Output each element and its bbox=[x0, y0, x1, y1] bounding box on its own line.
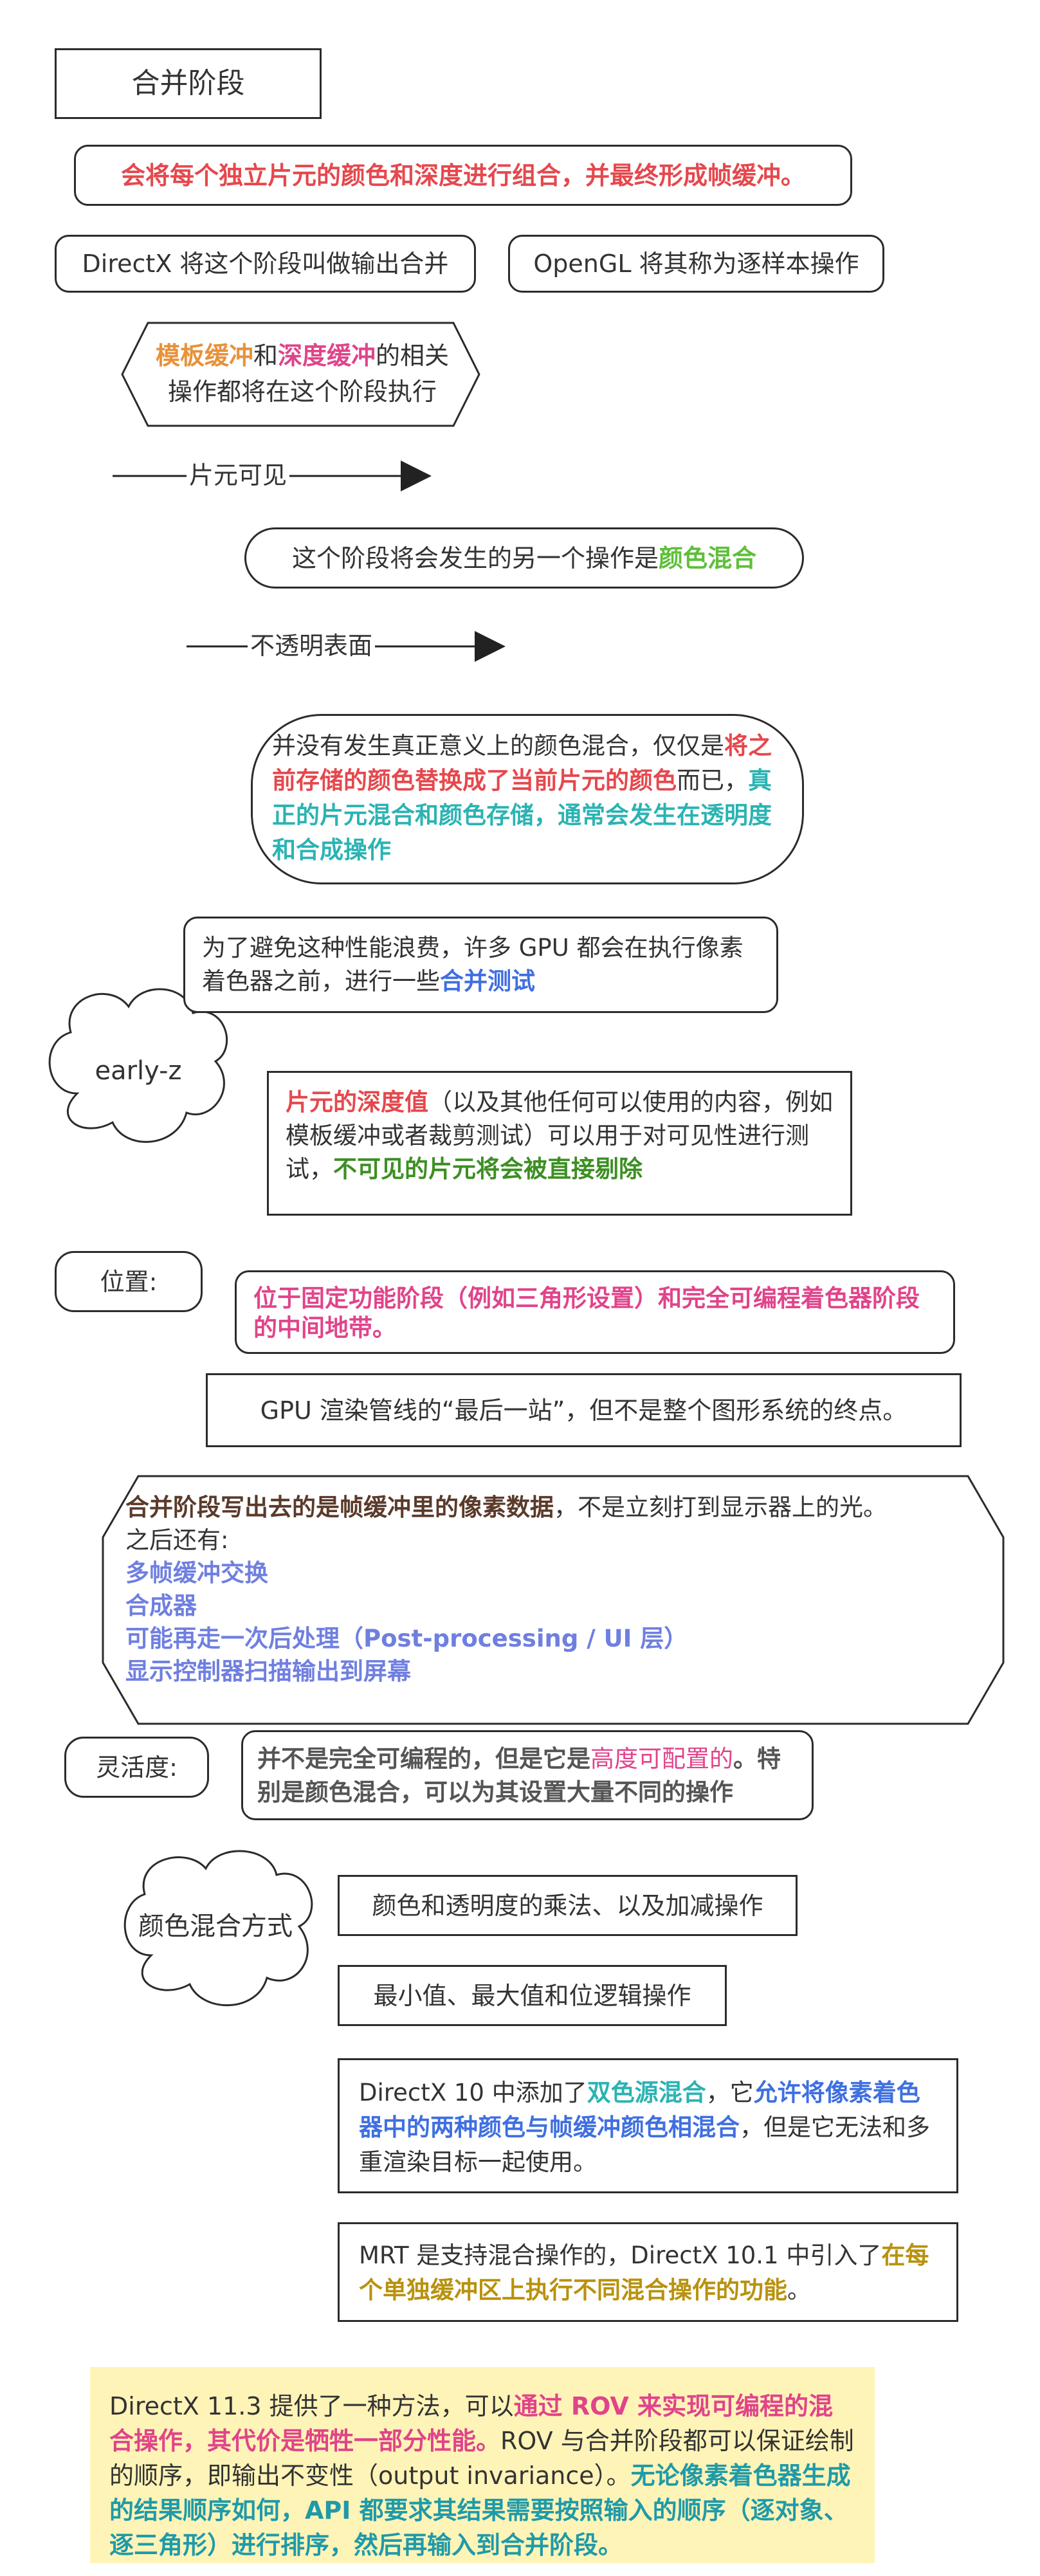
color-blend-label: 颜色混合 bbox=[659, 544, 757, 572]
avoid-text: 为了避免这种性能浪费，许多 GPU 都会在执行像素着色器之前，进行一些 bbox=[202, 934, 744, 995]
earlyz-box: 片元的深度值（以及其他任何可以使用的内容，例如模板缓冲或者裁剪测试）可以用于对可… bbox=[267, 1071, 852, 1216]
stencil-hexagon bbox=[121, 322, 480, 427]
intro-box: 会将每个独立片元的颜色和深度进行组合，并最终形成帧缓冲。 bbox=[74, 145, 852, 206]
modes-cloud bbox=[123, 1850, 313, 2006]
mode-text-4c: 。 bbox=[787, 2276, 811, 2304]
earlyz-text-c: 不可见的片元将会被直接剔除 bbox=[333, 1155, 643, 1183]
after-item: 显示控制器扫描输出到屏幕 bbox=[125, 1658, 411, 1685]
note-text-c: ROV 与合并阶段都可以保证绘制的顺序，即输出不变性（output invari… bbox=[109, 2427, 854, 2490]
position-text-b: GPU 渲染管线的“最后一站”，但不是整个图形系统的终点。 bbox=[260, 1396, 908, 1425]
after-line-2: 之后还有: bbox=[125, 1526, 229, 1554]
intro-text: 会将每个独立片元的颜色和深度进行组合，并最终形成帧缓冲。 bbox=[120, 161, 805, 190]
flex-label: 灵活度: bbox=[96, 1753, 178, 1782]
flex-text-b: 高度可配置的 bbox=[590, 1745, 733, 1773]
after-item: 多帧缓冲交换 bbox=[125, 1559, 268, 1587]
flex-text-a: 并不是完全可编程的，但是它是 bbox=[257, 1745, 590, 1773]
merge-test-label: 合并测试 bbox=[440, 967, 535, 995]
mode-box-3: DirectX 10 中添加了双色源混合，它允许将像素着色器中的两种颜色与帧缓冲… bbox=[338, 2058, 958, 2193]
replace-text-c: 而已， bbox=[677, 767, 748, 794]
flex-label-box: 灵活度: bbox=[64, 1737, 209, 1798]
mode-box-4: MRT 是支持混合操作的，DirectX 10.1 中引入了在每个单独缓冲区上执… bbox=[338, 2222, 958, 2322]
avoid-box: 为了避免这种性能浪费，许多 GPU 都会在执行像素着色器之前，进行一些合并测试 bbox=[183, 917, 778, 1013]
after-text-a: 合并阶段写出去的是帧缓冲里的像素数据 bbox=[125, 1494, 554, 1521]
page-title: 合并阶段 bbox=[55, 48, 322, 119]
note-text-b: 通过 ROV 来实现可编程的混合操作，其代价是牺牲一部分性能。 bbox=[109, 2392, 834, 2455]
arrow-fragment-visible-label: 片元可见 bbox=[187, 459, 290, 492]
after-line-1: 合并阶段写出去的是帧缓冲里的像素数据，不是立刻打到显示器上的光。 bbox=[125, 1491, 981, 1524]
position-label: 位置: bbox=[100, 1267, 158, 1296]
after-item: 合成器 bbox=[125, 1592, 197, 1620]
position-text-a: 位于固定功能阶段（例如三角形设置）和完全可编程着色器阶段的中间地带。 bbox=[253, 1284, 920, 1342]
replace-text-d: 真正的片元混合和颜色存储，通常会发生在透明度和合成操作 bbox=[272, 767, 772, 864]
mode-text-4a: MRT 是支持混合操作的，DirectX 10.1 中引入了 bbox=[359, 2242, 882, 2269]
position-box-b: GPU 渲染管线的“最后一站”，但不是整个图形系统的终点。 bbox=[206, 1373, 962, 1447]
after-text-b: ，不是立刻打到显示器上的光。 bbox=[554, 1494, 887, 1521]
earlyz-cloud-label: early-z bbox=[95, 1056, 182, 1086]
position-box-a: 位于固定功能阶段（例如三角形设置）和完全可编程着色器阶段的中间地带。 bbox=[235, 1270, 955, 1354]
earlyz-text-a: 片元的深度值 bbox=[286, 1088, 428, 1116]
mode-text-3e: ，但是它无法和多重渲染目标一起使用。 bbox=[359, 2114, 930, 2176]
earlyz-text-b: （以及其他任何可以使用的内容，例如模板缓冲或者裁剪测试）可以用于对可见性进行测试… bbox=[286, 1088, 833, 1183]
replace-text-a: 并没有发生真正意义上的颜色混合，仅仅是 bbox=[272, 732, 724, 760]
earlyz-cloud bbox=[48, 988, 228, 1143]
mode-box-2: 最小值、最大值和位逻辑操作 bbox=[338, 1965, 727, 2026]
depth-buffer-label: 深度缓冲 bbox=[278, 342, 376, 370]
note-text-a: DirectX 11.3 提供了一种方法，可以 bbox=[109, 2392, 514, 2420]
mode-text-3c: ，它 bbox=[706, 2079, 754, 2106]
directx-naming-box: DirectX 将这个阶段叫做输出合并 bbox=[55, 235, 476, 293]
blend-box: 这个阶段将会发生的另一个操作是颜色混合 bbox=[244, 527, 804, 589]
stencil-rest: 的相关操作都将在这个阶段执行 bbox=[167, 342, 450, 406]
note-text-d: 无论像素着色器生成的结果顺序如何，API 都要求其结果需要按照输入的顺序（逐对象… bbox=[109, 2462, 851, 2559]
flex-box: 并不是完全可编程的，但是它是高度可配置的。特别是颜色混合，可以为其设置大量不同的… bbox=[241, 1730, 814, 1820]
mode-box-1: 颜色和透明度的乘法、以及加减操作 bbox=[338, 1875, 798, 1936]
rov-note: DirectX 11.3 提供了一种方法，可以通过 ROV 来实现可编程的混合操… bbox=[90, 2367, 875, 2563]
mode-text-1: 颜色和透明度的乘法、以及加减操作 bbox=[372, 1891, 763, 1920]
opengl-naming-box: OpenGL 将其称为逐样本操作 bbox=[508, 235, 884, 293]
arrow-opaque-surface-label: 不透明表面 bbox=[248, 629, 376, 662]
after-text: 合并阶段写出去的是帧缓冲里的像素数据，不是立刻打到显示器上的光。 之后还有: 多… bbox=[125, 1491, 981, 1688]
replace-text-b: 将之前存储的颜色替换成了当前片元的颜色 bbox=[272, 732, 772, 794]
page-title-text: 合并阶段 bbox=[131, 67, 245, 100]
mode-text-3b: 双色源混合 bbox=[587, 2079, 706, 2106]
after-hexagon bbox=[102, 1475, 1005, 1725]
flex-text-c: 。特别是颜色混合，可以为其设置大量不同的操作 bbox=[257, 1745, 781, 1806]
after-item: 可能再走一次后处理（Post-processing / UI 层） bbox=[125, 1625, 688, 1652]
modes-cloud-label: 颜色混合方式 bbox=[138, 1912, 293, 1941]
stencil-buffer-label: 模板缓冲 bbox=[155, 342, 253, 370]
opengl-naming-text: OpenGL 将其称为逐样本操作 bbox=[533, 250, 859, 278]
blend-box-text: 这个阶段将会发生的另一个操作是 bbox=[291, 544, 659, 572]
stencil-text: 模板缓冲和深度缓冲的相关操作都将在这个阶段执行 bbox=[145, 338, 460, 415]
stencil-and: 和 bbox=[253, 342, 278, 370]
position-label-box: 位置: bbox=[55, 1251, 203, 1312]
mode-text-2: 最小值、最大值和位逻辑操作 bbox=[373, 1981, 691, 2010]
mode-text-4b: 在每个单独缓冲区上执行不同混合操作的功能 bbox=[359, 2242, 929, 2304]
replace-box: 并没有发生真正意义上的颜色混合，仅仅是将之前存储的颜色替换成了当前片元的颜色而已… bbox=[251, 714, 804, 884]
mode-text-3a: DirectX 10 中添加了 bbox=[359, 2079, 587, 2106]
mode-text-3d: 允许将像素着色器中的两种颜色与帧缓冲颜色相混合 bbox=[359, 2079, 920, 2141]
directx-naming-text: DirectX 将这个阶段叫做输出合并 bbox=[82, 250, 449, 278]
